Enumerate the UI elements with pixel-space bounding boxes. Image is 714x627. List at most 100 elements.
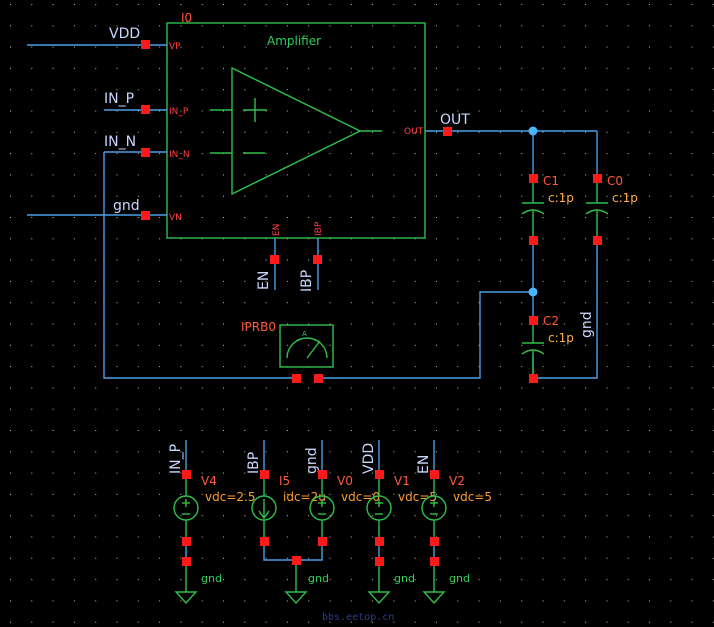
pin-out[interactable] [443,127,452,136]
source-row: IN_PV4vdc=2.5gndIBPI5idc=2ugndV0vdc=0VDD… [168,440,492,605]
pin-in-p[interactable] [141,105,150,114]
c0-name: C0 [607,174,623,188]
probe-glyph: A [302,330,307,338]
source-1[interactable]: IN_P V4 vdc=2.5 gnd [168,440,255,605]
amplifier-instance: I0 [181,11,192,25]
capacitor-c2[interactable]: C2 c:1p [521,314,574,383]
source-net-label: IN_P [168,444,184,474]
wire-probe-to-c2 [320,291,533,379]
pin-label-in-p: IN_P [169,107,189,117]
wire-c0-bottom [533,240,598,379]
pin-c1-bottom[interactable] [529,236,538,245]
pin-label-vn: VN [169,213,182,223]
current-probe[interactable]: A IPRB0 [241,320,334,383]
probe-body [279,324,334,368]
source-pin-bottom[interactable] [182,537,191,546]
amplifier-title: Amplifier [267,34,321,48]
net-label-vdd: VDD [109,26,140,42]
source-param: vdc=5 [453,490,492,504]
opamp-triangle [231,66,362,196]
shared-ground-label: gnd [308,572,329,585]
pin-label-in-n: IN_N [169,150,190,160]
source-name: V1 [394,474,410,488]
source-4[interactable]: VDD V1 vdc=5 gnd [361,440,437,605]
source-pin-bottom[interactable] [260,537,269,546]
c1-value: c:1p [548,191,574,205]
source-pin-top[interactable] [375,470,384,479]
ground-icon [422,591,446,605]
capacitor-c0[interactable]: C0 c:1p [585,174,638,245]
source-pin-top[interactable] [430,470,439,479]
pin-label-vp: VP [169,42,181,52]
source-2[interactable]: IBP I5 idc=2u [246,440,326,546]
pin-c1-top[interactable] [529,174,538,183]
amplifier-symbol[interactable]: Amplifier I0 VP IN_P IN_N VN OUT EN IBP [166,11,426,239]
capacitor-network [532,131,598,379]
pin-label-en: EN [272,224,282,236]
shared-ground: gnd [263,546,329,605]
probe-name: IPRB0 [241,320,276,334]
source-pin-top[interactable] [182,470,191,479]
net-label-ibp: IBP [299,270,315,292]
net-label-cap-gnd: gnd [579,311,595,338]
amplifier-wires [27,44,597,379]
watermark: bbs.eetop.cn [322,612,394,623]
grid-dots [10,4,714,623]
pin-label-out: OUT [404,127,424,137]
source-gnd-label: gnd [449,572,470,585]
pin-probe-right[interactable] [314,374,323,383]
shared-ground-pin[interactable] [292,556,301,565]
probe-meter-arc [286,337,328,359]
junction-c2 [528,287,538,297]
capacitor-c1[interactable]: C1 c:1p [521,174,574,245]
net-label-in-n: IN_N [104,134,136,150]
ground-icon [284,591,308,605]
source-net-label: VDD [361,443,377,474]
source-param: vdc=2.5 [205,490,255,504]
pin-c2-bottom[interactable] [529,374,538,383]
pin-en[interactable] [270,255,279,264]
source-name: V4 [201,474,217,488]
source-name: V0 [337,474,353,488]
c0-value: c:1p [612,191,638,205]
source-gnd-label: gnd [201,572,222,585]
ground-icon [367,591,391,605]
source-pin-top[interactable] [260,470,269,479]
net-label-gnd: gnd [113,198,140,214]
pin-probe-left[interactable] [292,374,301,383]
source-gnd-pin[interactable] [375,557,384,566]
source-pin-bottom[interactable] [375,537,384,546]
source-5[interactable]: EN V2 vdc=5 gnd [416,440,492,605]
pin-ibp[interactable] [313,255,322,264]
source-pin-bottom[interactable] [318,537,327,546]
pin-in-n[interactable] [141,148,150,157]
net-label-out: OUT [440,112,470,128]
source-name: I5 [279,474,290,488]
source-name: V2 [449,474,465,488]
pin-vp[interactable] [141,40,150,49]
c2-value: c:1p [548,331,574,345]
pin-vn[interactable] [141,211,150,220]
source-gnd-label: gnd [394,572,415,585]
c2-name: C2 [543,314,559,328]
source-pin-top[interactable] [318,470,327,479]
source-gnd-pin[interactable] [182,557,191,566]
net-label-en: EN [256,271,272,290]
source-pin-bottom[interactable] [430,537,439,546]
junction-out [528,126,538,136]
net-label-in-p: IN_P [104,91,134,107]
amplifier-body [166,22,426,239]
source-net-label: IBP [246,452,262,474]
pin-c0-top[interactable] [593,174,602,183]
source-net-label: EN [416,455,432,474]
pin-c2-top[interactable] [529,316,538,325]
source-gnd-pin[interactable] [430,557,439,566]
source-arrow-head [258,510,270,520]
pin-c0-bottom[interactable] [593,236,602,245]
source-param: vdc=5 [398,490,437,504]
pin-label-ibp: IBP [314,221,324,236]
source-param: idc=2u [283,490,326,504]
probe-needle [306,340,321,359]
